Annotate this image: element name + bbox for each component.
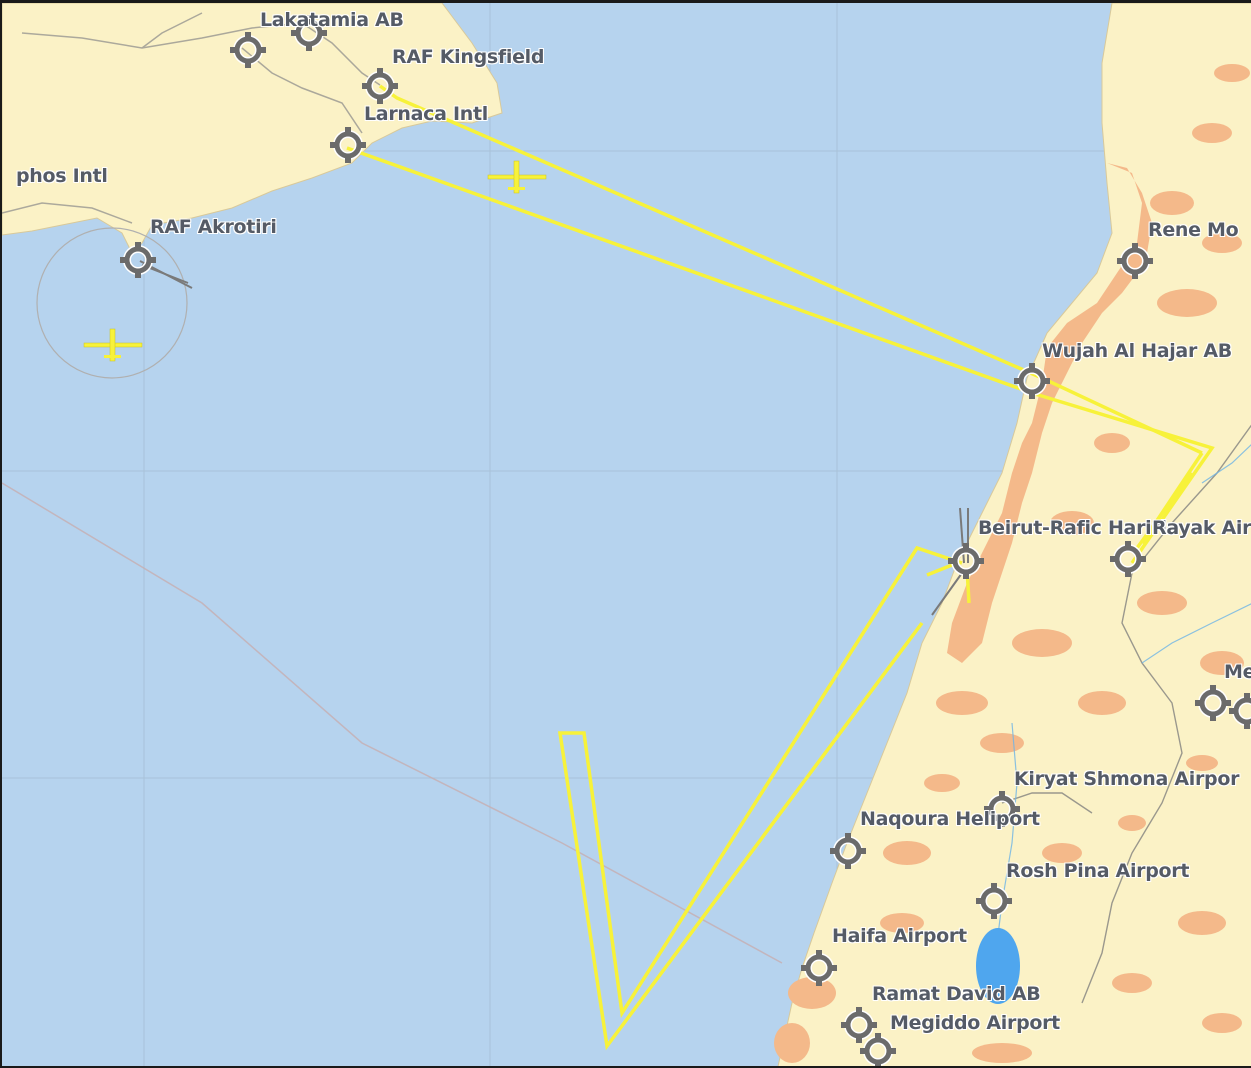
airport-label-rene[interactable]: Rene Mo bbox=[1148, 219, 1239, 241]
borders bbox=[1001, 424, 1251, 1004]
airport-label-larnaca[interactable]: Larnaca Intl bbox=[364, 103, 488, 125]
airport-marker-icon[interactable] bbox=[228, 30, 268, 70]
airport-label-lakatamia[interactable]: Lakatamia AB bbox=[260, 9, 404, 31]
airport-marker-icon[interactable] bbox=[799, 948, 839, 988]
airport-label-ramatdavid[interactable]: Ramat David AB bbox=[872, 983, 1041, 1005]
airport-label-roshpina[interactable]: Rosh Pina Airport bbox=[1006, 860, 1190, 882]
cyprus-roads bbox=[2, 12, 381, 224]
airport-label-beirut[interactable]: Beirut-Rafic Hariri bbox=[978, 517, 1167, 539]
airport-label-mezzeh[interactable]: Me bbox=[1224, 661, 1251, 683]
airport-marker-icon[interactable] bbox=[328, 125, 368, 165]
airport-label-haifa[interactable]: Haifa Airport bbox=[832, 925, 967, 947]
airport-marker-icon[interactable] bbox=[1227, 691, 1251, 731]
airport-marker-icon[interactable] bbox=[1193, 683, 1233, 723]
airport-label-akrotiri[interactable]: RAF Akrotiri bbox=[150, 216, 277, 238]
aircraft-icon[interactable] bbox=[486, 159, 548, 195]
airport-label-kingsfield[interactable]: RAF Kingsfield bbox=[392, 46, 545, 68]
airport-label-kiryat[interactable]: Kiryat Shmona Airpor bbox=[1014, 768, 1240, 790]
airport-marker-icon[interactable] bbox=[118, 240, 158, 280]
airport-label-megiddo[interactable]: Megiddo Airport bbox=[890, 1012, 1060, 1034]
airport-marker-icon[interactable] bbox=[946, 541, 986, 581]
airport-label-naqoura[interactable]: Naqoura Heliport bbox=[860, 808, 1040, 830]
akrotiri-zone bbox=[36, 227, 188, 379]
map-canvas[interactable] bbox=[2, 3, 1251, 1068]
airport-marker-icon[interactable] bbox=[360, 66, 400, 106]
airport-marker-icon[interactable] bbox=[982, 789, 1022, 829]
airport-label-rayak[interactable]: Rayak Air bbox=[1152, 517, 1251, 539]
airport-marker-icon[interactable] bbox=[828, 831, 868, 871]
airport-marker-icon[interactable] bbox=[839, 1005, 879, 1045]
cyprus-land bbox=[2, 3, 503, 254]
airport-marker-icon[interactable] bbox=[858, 1031, 898, 1068]
aircraft-icon[interactable] bbox=[82, 327, 144, 363]
airport-marker-icon[interactable] bbox=[1108, 539, 1148, 579]
airport-marker-icon[interactable] bbox=[289, 13, 329, 53]
airport-label-paphos[interactable]: phos Intl bbox=[16, 165, 108, 187]
airport-label-wujah[interactable]: Wujah Al Hajar AB bbox=[1042, 340, 1232, 362]
rivers bbox=[996, 444, 1251, 944]
maritime-boundary bbox=[2, 482, 783, 964]
airport-marker-icon[interactable] bbox=[1012, 361, 1052, 401]
airport-marker-icon[interactable] bbox=[974, 881, 1014, 921]
sea-of-galilee bbox=[976, 928, 1020, 1004]
airport-marker-icon[interactable] bbox=[1115, 241, 1155, 281]
